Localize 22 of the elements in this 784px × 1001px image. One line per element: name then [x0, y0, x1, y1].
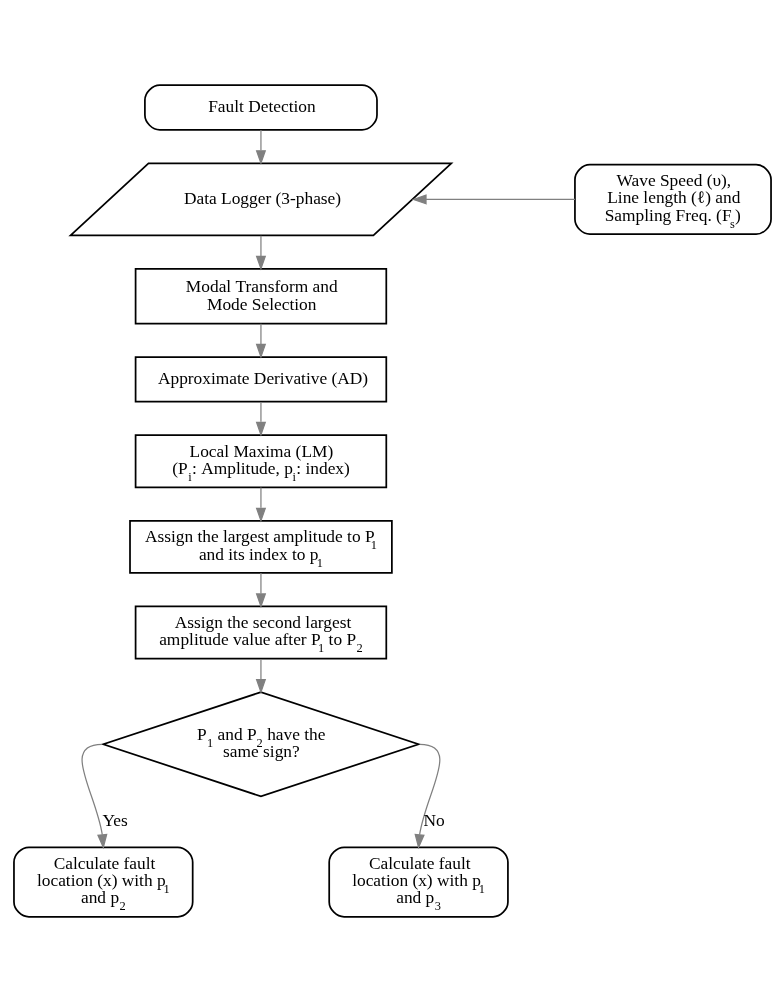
arrow — [255, 400, 266, 437]
arrow — [255, 658, 266, 694]
node-box: Assign the second largest amplitude value after P$_{1}$ to P$_{2}$ — [134, 605, 387, 659]
arrow — [413, 743, 440, 849]
node-diamond: P$_{1}$ and P$_{2}$ have the same sign? — [100, 690, 421, 797]
node-box: Calculate fault location (x) with p$_{1}$ and p$_{2}$ — [12, 845, 194, 918]
node-box: Fault Detection — [143, 83, 378, 131]
node-box: Wave Speed (υ), Line length (ℓ) and Sampling Freq. (F$_{s}$) — [573, 163, 772, 235]
node-box: Calculate fault location (x) with p$_{1}$ and p$_{3}$ — [327, 845, 509, 918]
arrow — [255, 128, 266, 165]
arrow — [255, 572, 266, 608]
edge-label: No — [422, 810, 445, 830]
arrow — [255, 486, 266, 523]
node-box: Approximate Derivative (AD) — [134, 355, 387, 403]
arrow — [255, 234, 266, 271]
arrow — [255, 322, 266, 359]
edge-label: Yes — [101, 810, 128, 830]
node-box: Modal Transform and Mode Selection — [134, 267, 387, 324]
node-box: Assign the largest amplitude to P$_{1}$ and its index to p$_{1}$ — [128, 519, 393, 574]
arrow — [411, 193, 576, 205]
arrow — [81, 743, 107, 849]
node-box: Local Maxima (LM) (P$_{i}$: Amplitude, p$_{i}$: index) — [134, 433, 387, 488]
